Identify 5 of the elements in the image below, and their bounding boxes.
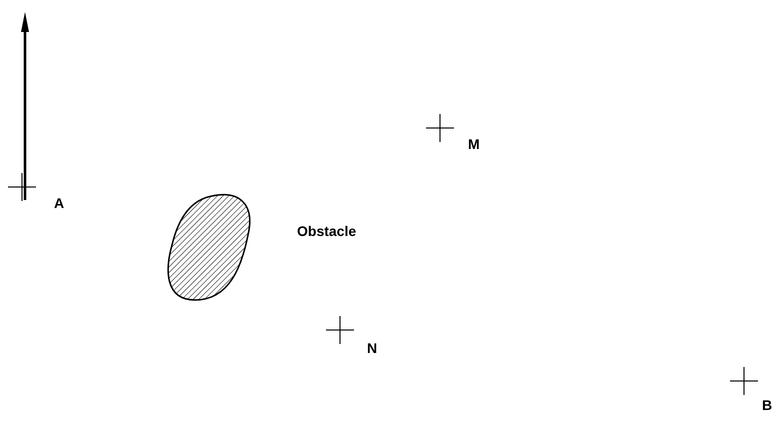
point-label: B (762, 398, 772, 412)
point-label: M (468, 137, 480, 151)
point-label: A (54, 196, 64, 210)
point-label: N (367, 341, 378, 355)
point-label: Obstacle (297, 224, 356, 238)
